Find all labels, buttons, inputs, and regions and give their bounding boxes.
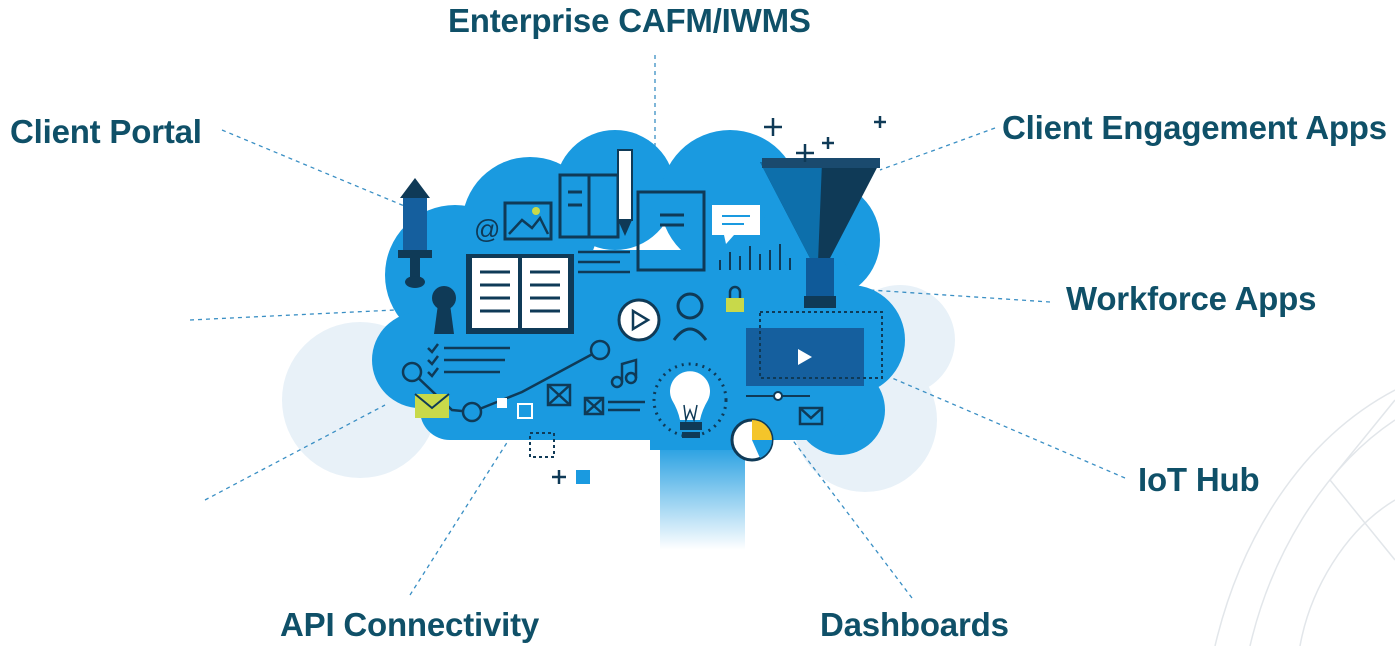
keyhole-icon <box>432 286 456 334</box>
plus-icons <box>764 116 886 162</box>
square-outline-icon <box>517 403 533 419</box>
connector-dashboards <box>784 429 913 599</box>
at-icon: @ <box>474 214 500 244</box>
connector-api <box>409 429 516 596</box>
checklist-icon <box>427 343 510 378</box>
user-icon <box>672 292 708 341</box>
decor-squares <box>529 432 590 484</box>
play-icon <box>798 349 812 365</box>
pencil-icon <box>617 149 633 236</box>
connector-client-engagement <box>879 127 996 171</box>
label-iot-hub: IoT Hub <box>1138 461 1260 498</box>
cloud-stem <box>660 440 745 550</box>
mail-box-icon <box>546 383 645 416</box>
cloud-inner-details: @ <box>401 149 883 462</box>
label-api-connectivity: API Connectivity <box>280 606 540 643</box>
label-workforce-apps: Workforce Apps <box>1066 280 1317 317</box>
lightbulb-icon <box>652 362 728 438</box>
connector-client-portal <box>221 129 451 226</box>
label-enterprise-cafm: Enterprise CAFM/IWMS <box>448 2 811 39</box>
open-book-icon <box>466 254 574 334</box>
connector-lines <box>189 55 1126 599</box>
pie-chart-icon <box>730 418 774 462</box>
connector-left-1 <box>189 309 396 321</box>
connector-iot <box>884 374 1126 479</box>
rocket-icon <box>398 178 432 288</box>
connector-workforce <box>869 289 1051 303</box>
label-client-portal: Client Portal <box>10 113 202 150</box>
email-icon <box>414 393 450 418</box>
label-dashboards: Dashboards <box>820 606 1009 643</box>
connector-left-2 <box>204 404 386 501</box>
chat-bubble-icon <box>712 205 760 244</box>
label-client-engagement-apps: Client Engagement Apps <box>1002 109 1387 146</box>
image-icon <box>503 201 553 241</box>
play-circle-icon <box>617 298 661 342</box>
music-note-icon <box>610 358 638 389</box>
mail-icon <box>798 406 824 426</box>
book-icon <box>636 190 706 272</box>
bar-chart-icon <box>719 244 791 270</box>
lock-icon <box>726 285 744 312</box>
background-ornament <box>1214 389 1395 646</box>
